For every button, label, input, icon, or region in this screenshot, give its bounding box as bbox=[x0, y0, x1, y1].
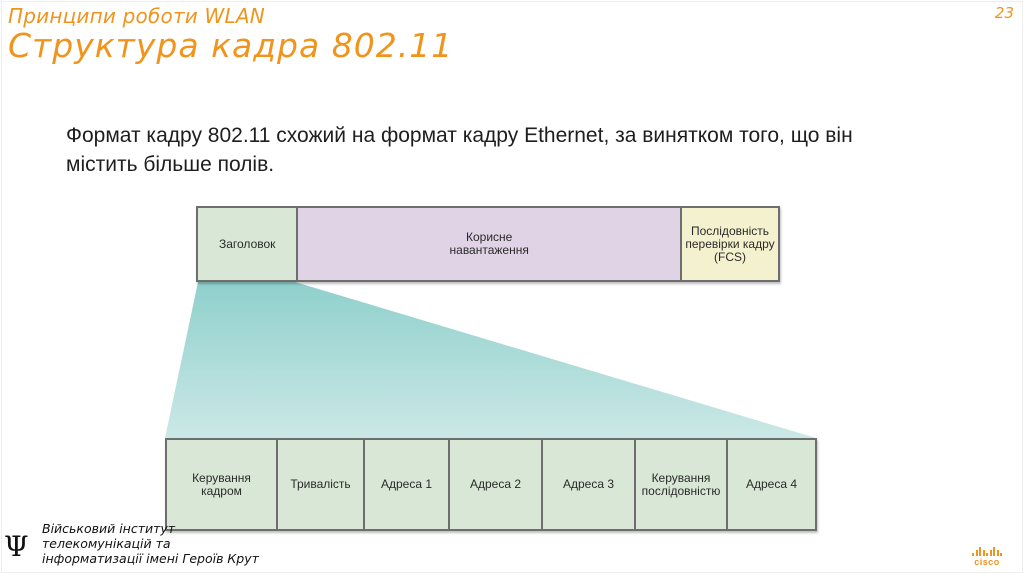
field-fcs: Послідовність перевірки кадру (FCS) bbox=[680, 208, 778, 280]
field-payload-label: Корисне навантаження bbox=[449, 230, 529, 257]
field-duration: Тривалість bbox=[276, 440, 363, 529]
slide-subtitle: Принципи роботи WLAN bbox=[8, 4, 265, 28]
institution-name: Військовий інститут телекомунікацій та і… bbox=[42, 521, 259, 566]
cisco-wordmark: cisco bbox=[974, 557, 1000, 567]
cisco-logo: cisco bbox=[972, 547, 1002, 567]
field-address-1: Адреса 1 bbox=[363, 440, 448, 529]
field-header: Заголовок bbox=[198, 208, 297, 280]
field-frame-control-label: Керування кадром bbox=[192, 470, 251, 498]
field-frame-control: Керування кадром bbox=[167, 440, 276, 529]
cisco-bars-icon bbox=[972, 547, 1002, 556]
field-address-3: Адреса 3 bbox=[541, 440, 634, 529]
field-address-2: Адреса 2 bbox=[448, 440, 541, 529]
field-sequence-control: Керування послідовністю bbox=[634, 440, 726, 529]
field-payload: Корисне навантаження bbox=[296, 208, 680, 280]
trident-logo-icon: Ψ bbox=[4, 530, 29, 563]
field-sequence-control-label: Керування послідовністю bbox=[641, 470, 721, 498]
intro-text: Формат кадру 802.11 схожий на формат кад… bbox=[66, 124, 853, 176]
frame-structure-bar: Заголовок Корисне навантаження Послідовн… bbox=[196, 206, 780, 282]
field-address-4: Адреса 4 bbox=[726, 440, 815, 529]
slide-title: Структура кадра 802.11 bbox=[8, 26, 454, 65]
slide-number: 23 bbox=[994, 4, 1014, 22]
header-fields-bar: Керування кадром Тривалість Адреса 1 Адр… bbox=[165, 438, 817, 531]
field-fcs-label: Послідовність перевірки кадру (FCS) bbox=[685, 223, 775, 264]
